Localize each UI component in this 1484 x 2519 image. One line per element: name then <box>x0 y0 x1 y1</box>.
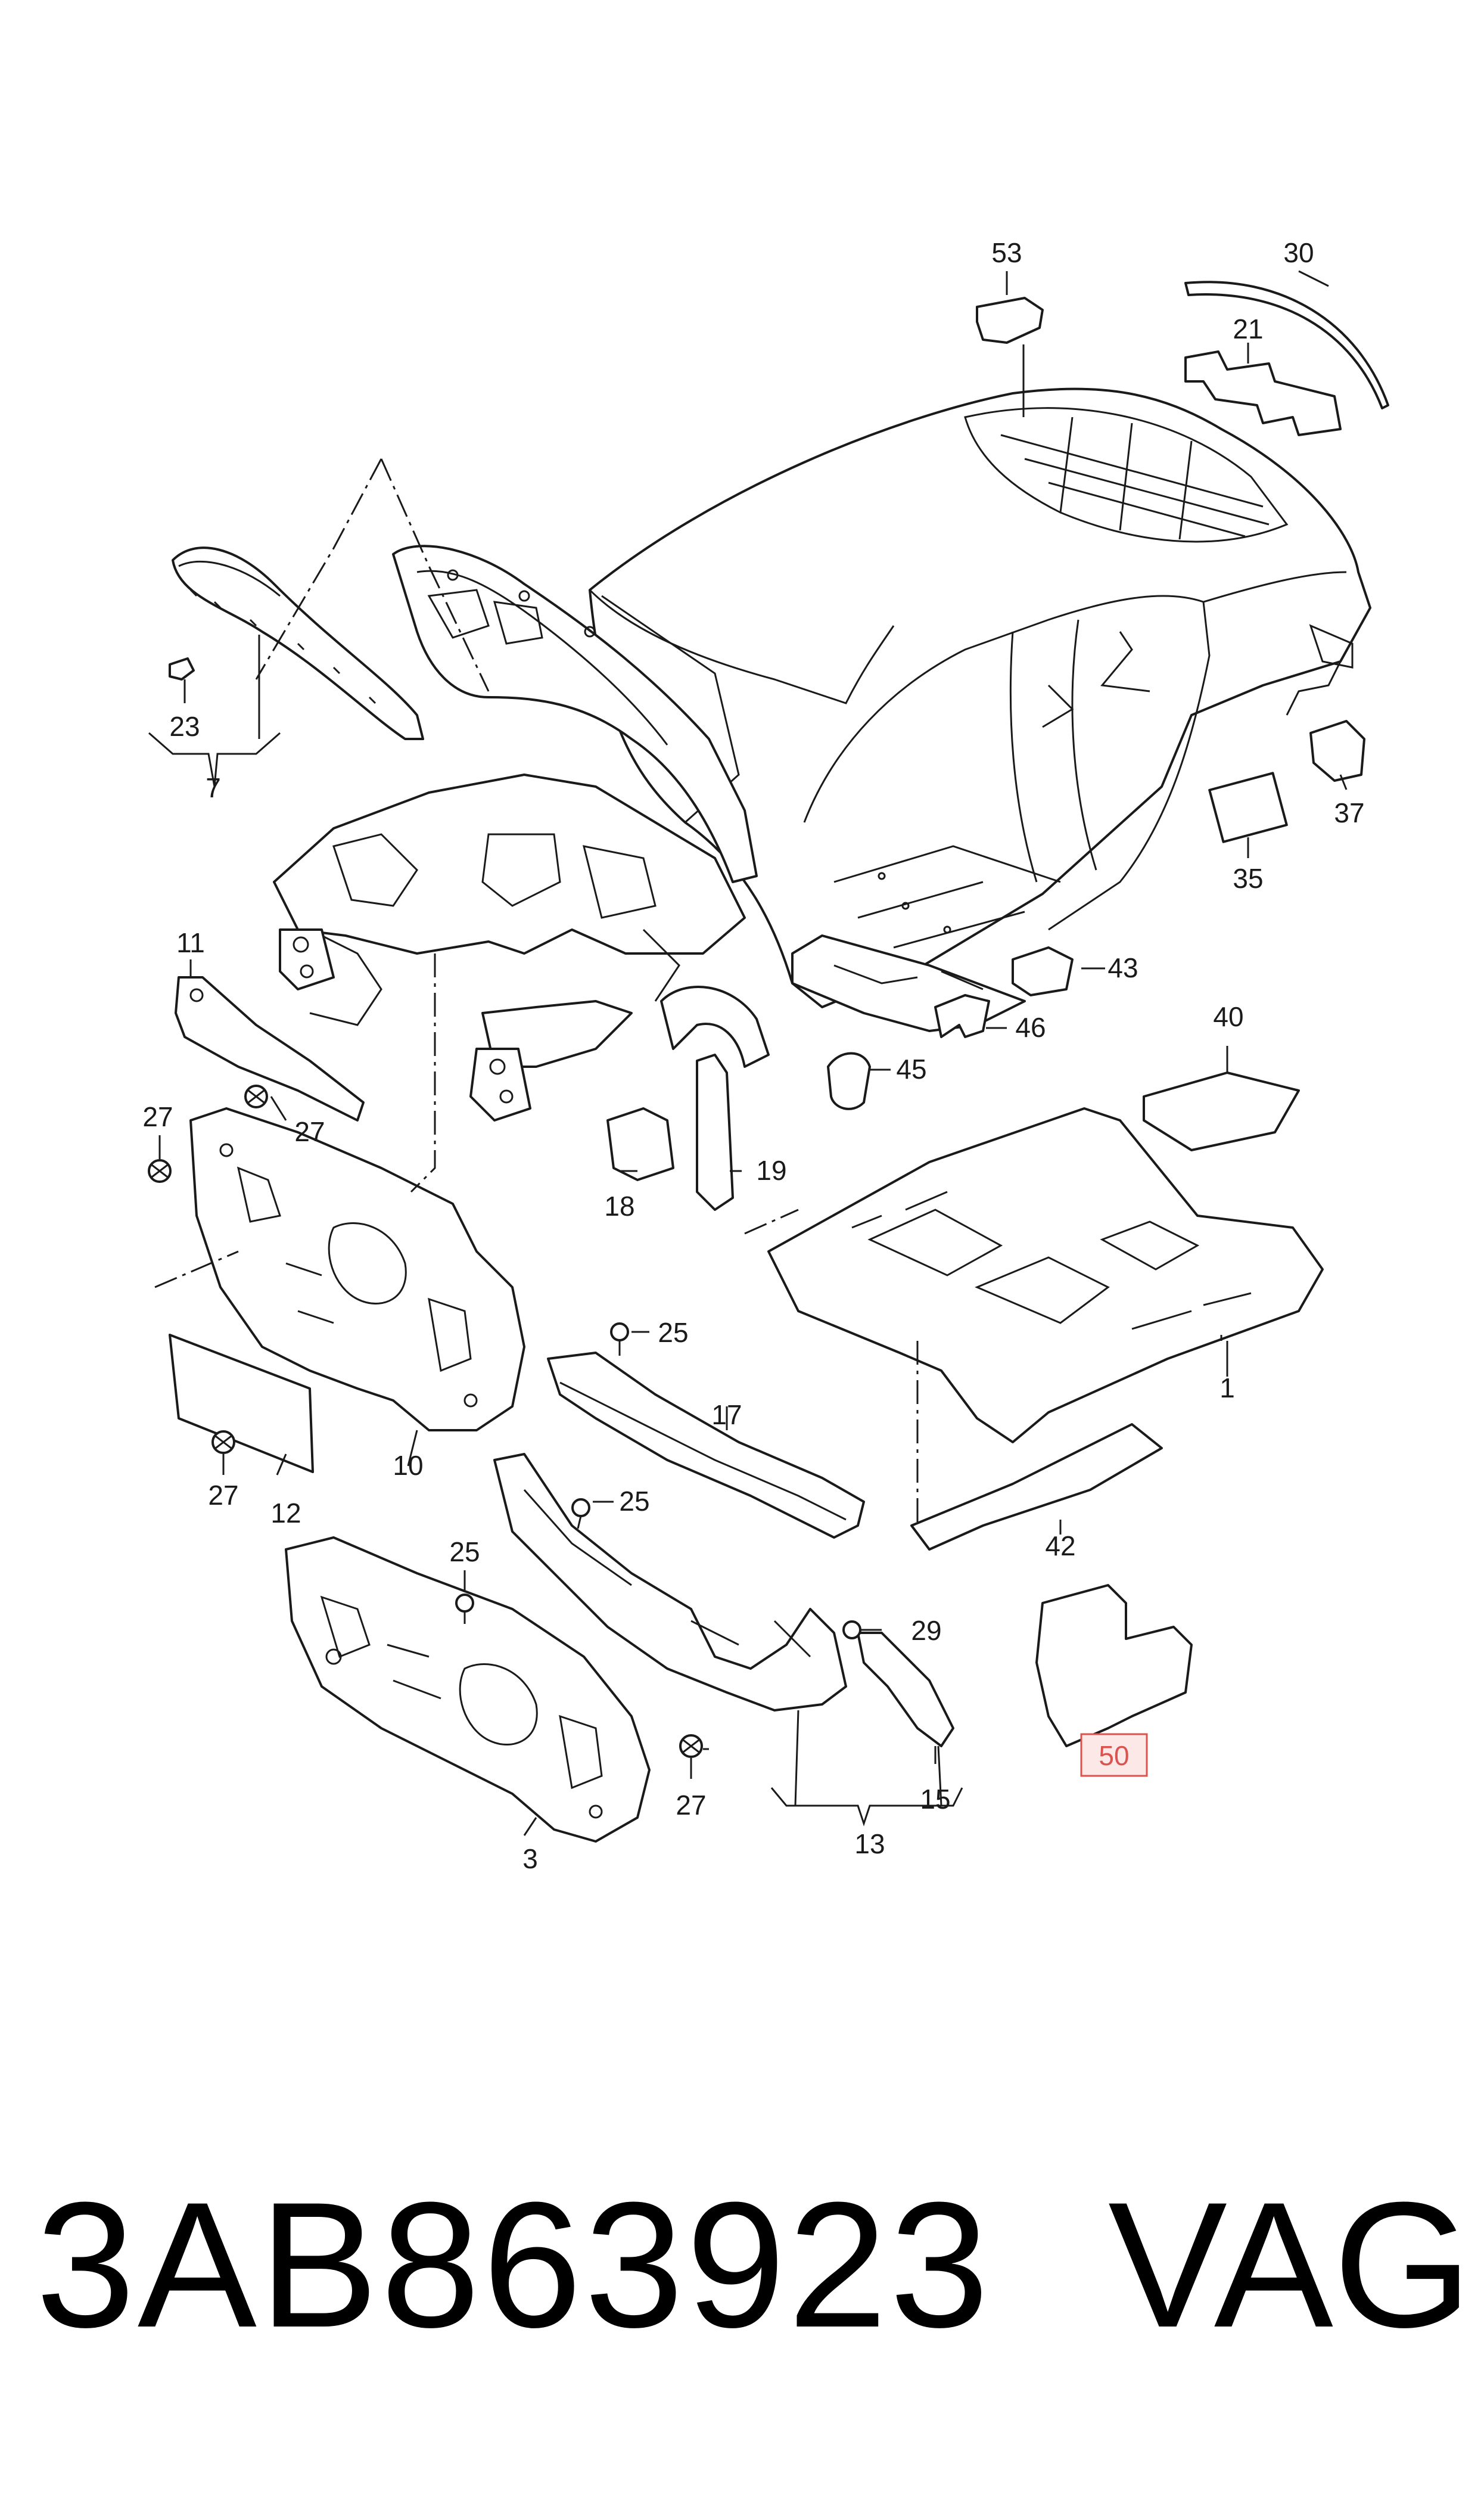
brand-name: VAG <box>1108 2164 1473 2365</box>
label-40: 40 <box>1213 1001 1243 1032</box>
part-17-crossmember <box>547 1352 865 1539</box>
callout-labels: 53 30 21 23 7 37 35 43 46 45 40 1 42 50 … <box>142 237 1364 1874</box>
part-35-pad <box>1208 772 1288 843</box>
label-7: 7 <box>206 772 221 803</box>
label-1: 1 <box>1219 1372 1235 1403</box>
fastener-25a <box>610 1322 629 1356</box>
label-27-b: 27 <box>294 1116 325 1147</box>
part-19-pillar-trim <box>696 1054 734 1211</box>
part-50-insulation <box>1035 1584 1193 1747</box>
label-25-b: 25 <box>619 1486 649 1517</box>
part-12-panel <box>169 1334 314 1473</box>
part-42-floor-panel <box>910 1423 1163 1551</box>
label-27-d: 27 <box>676 1790 706 1821</box>
part-37-block <box>1309 720 1365 782</box>
part-23-clip <box>169 657 195 681</box>
fastener-27d <box>679 1734 703 1758</box>
label-43: 43 <box>1107 952 1138 983</box>
part-45-grommet <box>827 1052 871 1110</box>
part-1-floor-carpet <box>767 1107 1324 1443</box>
assembly-dash-lines <box>154 458 919 1526</box>
part-10-insulation <box>189 1107 525 1431</box>
fastener-27a <box>148 1159 172 1183</box>
label-29: 29 <box>911 1615 941 1646</box>
part-43-bracket <box>1012 946 1074 996</box>
part-40-pad <box>1143 1071 1300 1151</box>
label-11: 11 <box>176 927 205 958</box>
part-21-insulation-pad <box>1184 350 1342 436</box>
label-25-a: 25 <box>658 1317 688 1348</box>
part-30-roof-strip <box>1184 281 1389 409</box>
fastener-25c <box>455 1594 474 1624</box>
label-12: 12 <box>270 1498 301 1529</box>
label-45: 45 <box>896 1054 926 1085</box>
label-50: 50 <box>1099 1740 1129 1771</box>
label-27-a: 27 <box>142 1101 173 1132</box>
label-19: 19 <box>756 1155 786 1186</box>
label-15: 15 <box>920 1784 950 1815</box>
part-53-clip <box>976 297 1044 344</box>
car-body-shell <box>273 387 1371 1122</box>
fastener-27c <box>211 1430 235 1454</box>
part-number: 3AB863923 <box>36 2164 992 2365</box>
part-15-bracket <box>857 1632 954 1747</box>
label-13: 13 <box>854 1828 885 1859</box>
part-13-lower-panel <box>493 1453 847 1712</box>
label-53: 53 <box>991 237 1022 268</box>
label-42: 42 <box>1045 1530 1075 1561</box>
label-23: 23 <box>169 711 200 742</box>
fastener-25b <box>571 1498 590 1529</box>
part-18-block <box>606 1107 674 1181</box>
label-3: 3 <box>522 1843 538 1874</box>
label-10: 10 <box>393 1450 423 1481</box>
label-37: 37 <box>1334 797 1364 828</box>
fastener-27b <box>244 1085 268 1108</box>
label-17: 17 <box>711 1399 742 1430</box>
label-35: 35 <box>1233 863 1263 894</box>
part-11-bracket <box>175 976 365 1122</box>
label-25-c: 25 <box>449 1536 480 1567</box>
part-7-seal <box>172 546 424 740</box>
label-18: 18 <box>604 1191 634 1222</box>
highlight-box-50 <box>1080 1733 1148 1777</box>
fastener-29 <box>842 1620 861 1639</box>
leader-lines <box>148 270 1348 1836</box>
label-21: 21 <box>1233 313 1263 344</box>
label-30: 30 <box>1283 237 1314 268</box>
part-46-bracket <box>934 994 990 1038</box>
label-46: 46 <box>1015 1012 1046 1043</box>
label-27-c: 27 <box>208 1480 238 1511</box>
